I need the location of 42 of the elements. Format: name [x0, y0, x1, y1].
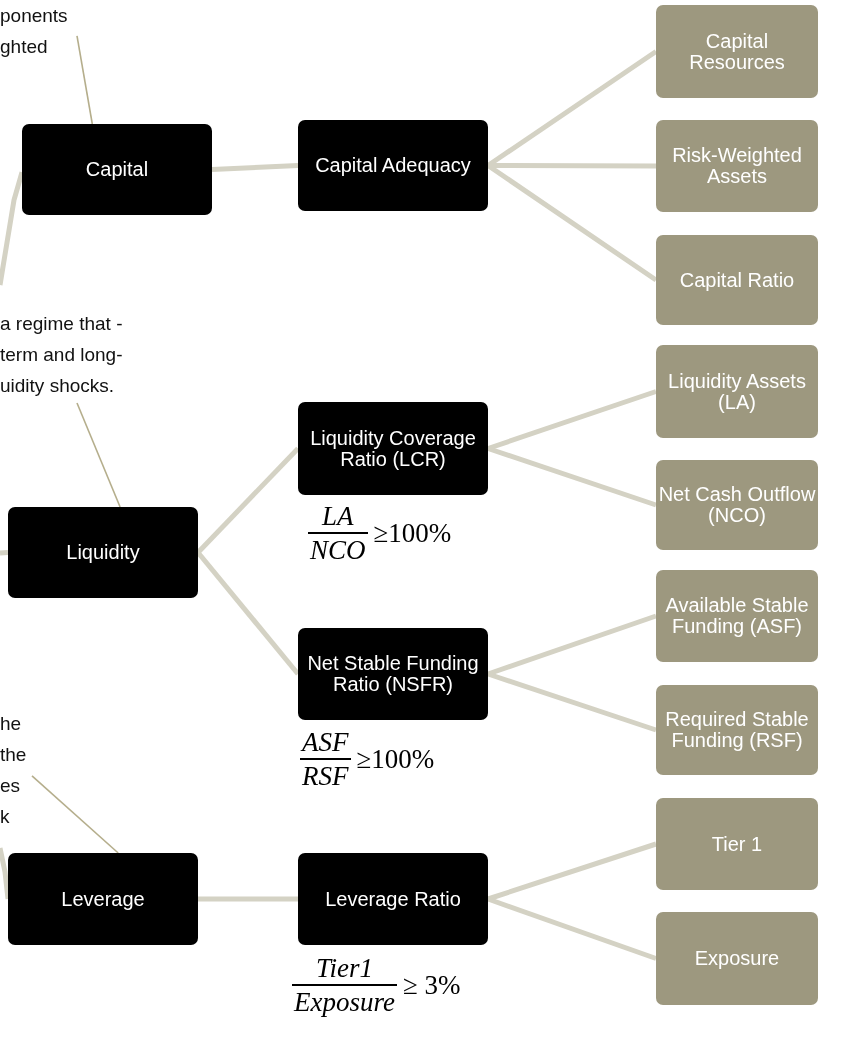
component-box: Risk-Weighted Assets	[656, 120, 818, 212]
connector-line	[487, 389, 657, 451]
component-box: Exposure	[656, 912, 818, 1005]
category-box: Liquidity Coverage Ratio (LCR)	[298, 402, 488, 495]
category-box: Liquidity	[8, 507, 198, 598]
connector-line	[196, 446, 300, 555]
connector-line	[487, 613, 657, 677]
connector-line	[211, 163, 299, 172]
component-box: Available Stable Funding (ASF)	[656, 570, 818, 662]
formula-denominator: NCO	[308, 532, 368, 566]
formula-numerator: LA	[320, 500, 355, 532]
formula-numerator: ASF	[300, 726, 350, 758]
connector-line	[487, 446, 657, 508]
connector-line	[487, 841, 657, 902]
note-text: a regime that -term and long- uidity shocks.	[0, 308, 140, 403]
note-text: he the es k	[0, 708, 32, 836]
formula-inequality: ≥100%	[373, 517, 452, 549]
category-box: Leverage	[8, 853, 198, 945]
formula-inequality: ≥100%	[356, 743, 435, 775]
formula-denominator: RSF	[300, 758, 351, 792]
component-box: Tier 1	[656, 798, 818, 890]
formula-denominator: Exposure	[292, 984, 397, 1018]
category-box: Leverage Ratio	[298, 853, 488, 945]
connector-line	[487, 671, 657, 733]
component-box: Net Cash Outflow (NCO)	[656, 460, 818, 550]
formula-inequality: ≥ 3%	[403, 969, 461, 1001]
connector-line	[198, 896, 298, 902]
component-box: Liquidity Assets (LA)	[656, 345, 818, 438]
leader-line	[76, 402, 121, 508]
category-box: Net Stable Funding Ratio (NSFR)	[298, 628, 488, 720]
component-box: Capital Ratio	[656, 235, 818, 325]
leader-line	[31, 775, 119, 854]
leader-line	[76, 35, 94, 125]
formula-numerator: Tier1	[314, 952, 374, 984]
connector-line	[0, 550, 9, 556]
connector-line	[487, 896, 657, 961]
note-text: ponents ghted	[0, 0, 77, 62]
category-box: Capital	[22, 124, 212, 215]
component-box: Required Stable Funding (RSF)	[656, 685, 818, 775]
component-box: Capital Resources	[656, 5, 818, 98]
category-box: Capital Adequacy	[298, 120, 488, 211]
connector-line	[196, 550, 300, 676]
